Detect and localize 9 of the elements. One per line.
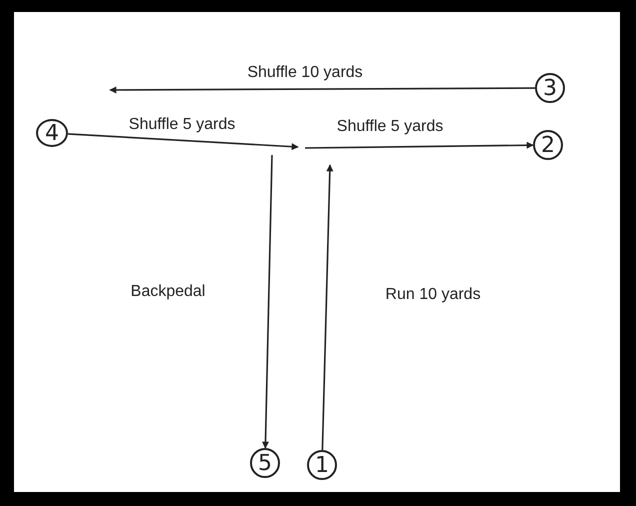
edge-label: Shuffle 10 yards bbox=[245, 64, 365, 82]
arrow bbox=[305, 142, 534, 149]
arrow bbox=[322, 164, 334, 450]
edge-label: Backpedal bbox=[128, 283, 208, 301]
arrow bbox=[68, 133, 299, 150]
edge-label: Shuffle 5 yards bbox=[126, 116, 238, 134]
arrow bbox=[262, 154, 273, 449]
arrow bbox=[109, 86, 535, 94]
edge-label: Shuffle 5 yards bbox=[334, 118, 446, 136]
